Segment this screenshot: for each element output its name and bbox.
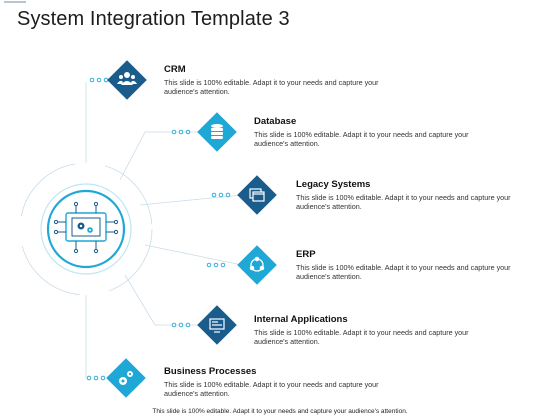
central-hub xyxy=(40,183,132,275)
list-item: Internal Applications This slide is 100%… xyxy=(254,314,494,347)
page-title: System Integration Template 3 xyxy=(17,8,290,30)
item-description: This slide is 100% editable. Adapt it to… xyxy=(164,78,379,97)
app-window-icon xyxy=(209,318,225,333)
list-item: ERP This slide is 100% editable. Adapt i… xyxy=(296,249,536,282)
users-icon xyxy=(117,72,137,85)
item-title: Internal Applications xyxy=(254,314,348,325)
item-description: This slide is 100% editable. Adapt it to… xyxy=(164,380,379,399)
node-business-processes xyxy=(106,358,146,398)
item-title: CRM xyxy=(164,64,186,75)
node-erp xyxy=(237,245,277,285)
node-legacy-systems xyxy=(237,175,277,215)
list-item: Legacy Systems This slide is 100% editab… xyxy=(296,179,536,212)
item-title: Business Processes xyxy=(164,366,257,377)
list-item: Business Processes This slide is 100% ed… xyxy=(164,366,404,399)
item-title: Legacy Systems xyxy=(296,179,371,190)
circuit-board-icon xyxy=(53,201,119,254)
item-description: This slide is 100% editable. Adapt it to… xyxy=(254,130,469,149)
cycle-icon xyxy=(249,256,265,272)
list-item: CRM This slide is 100% editable. Adapt i… xyxy=(164,64,404,97)
item-title: Database xyxy=(254,116,297,127)
item-description: This slide is 100% editable. Adapt it to… xyxy=(296,193,511,212)
footer-note: This slide is 100% editable. Adapt it to… xyxy=(152,408,408,415)
node-database xyxy=(197,112,237,152)
item-description: This slide is 100% editable. Adapt it to… xyxy=(296,263,511,282)
database-icon xyxy=(211,124,223,139)
gears-icon xyxy=(119,371,133,385)
list-item: Database This slide is 100% editable. Ad… xyxy=(254,116,494,149)
node-crm xyxy=(107,60,147,100)
item-description: This slide is 100% editable. Adapt it to… xyxy=(254,328,469,347)
top-decoration xyxy=(4,1,26,3)
item-title: ERP xyxy=(296,249,316,260)
windows-icon xyxy=(249,188,265,202)
connector-dots xyxy=(86,77,231,381)
node-internal-applications xyxy=(197,305,237,345)
